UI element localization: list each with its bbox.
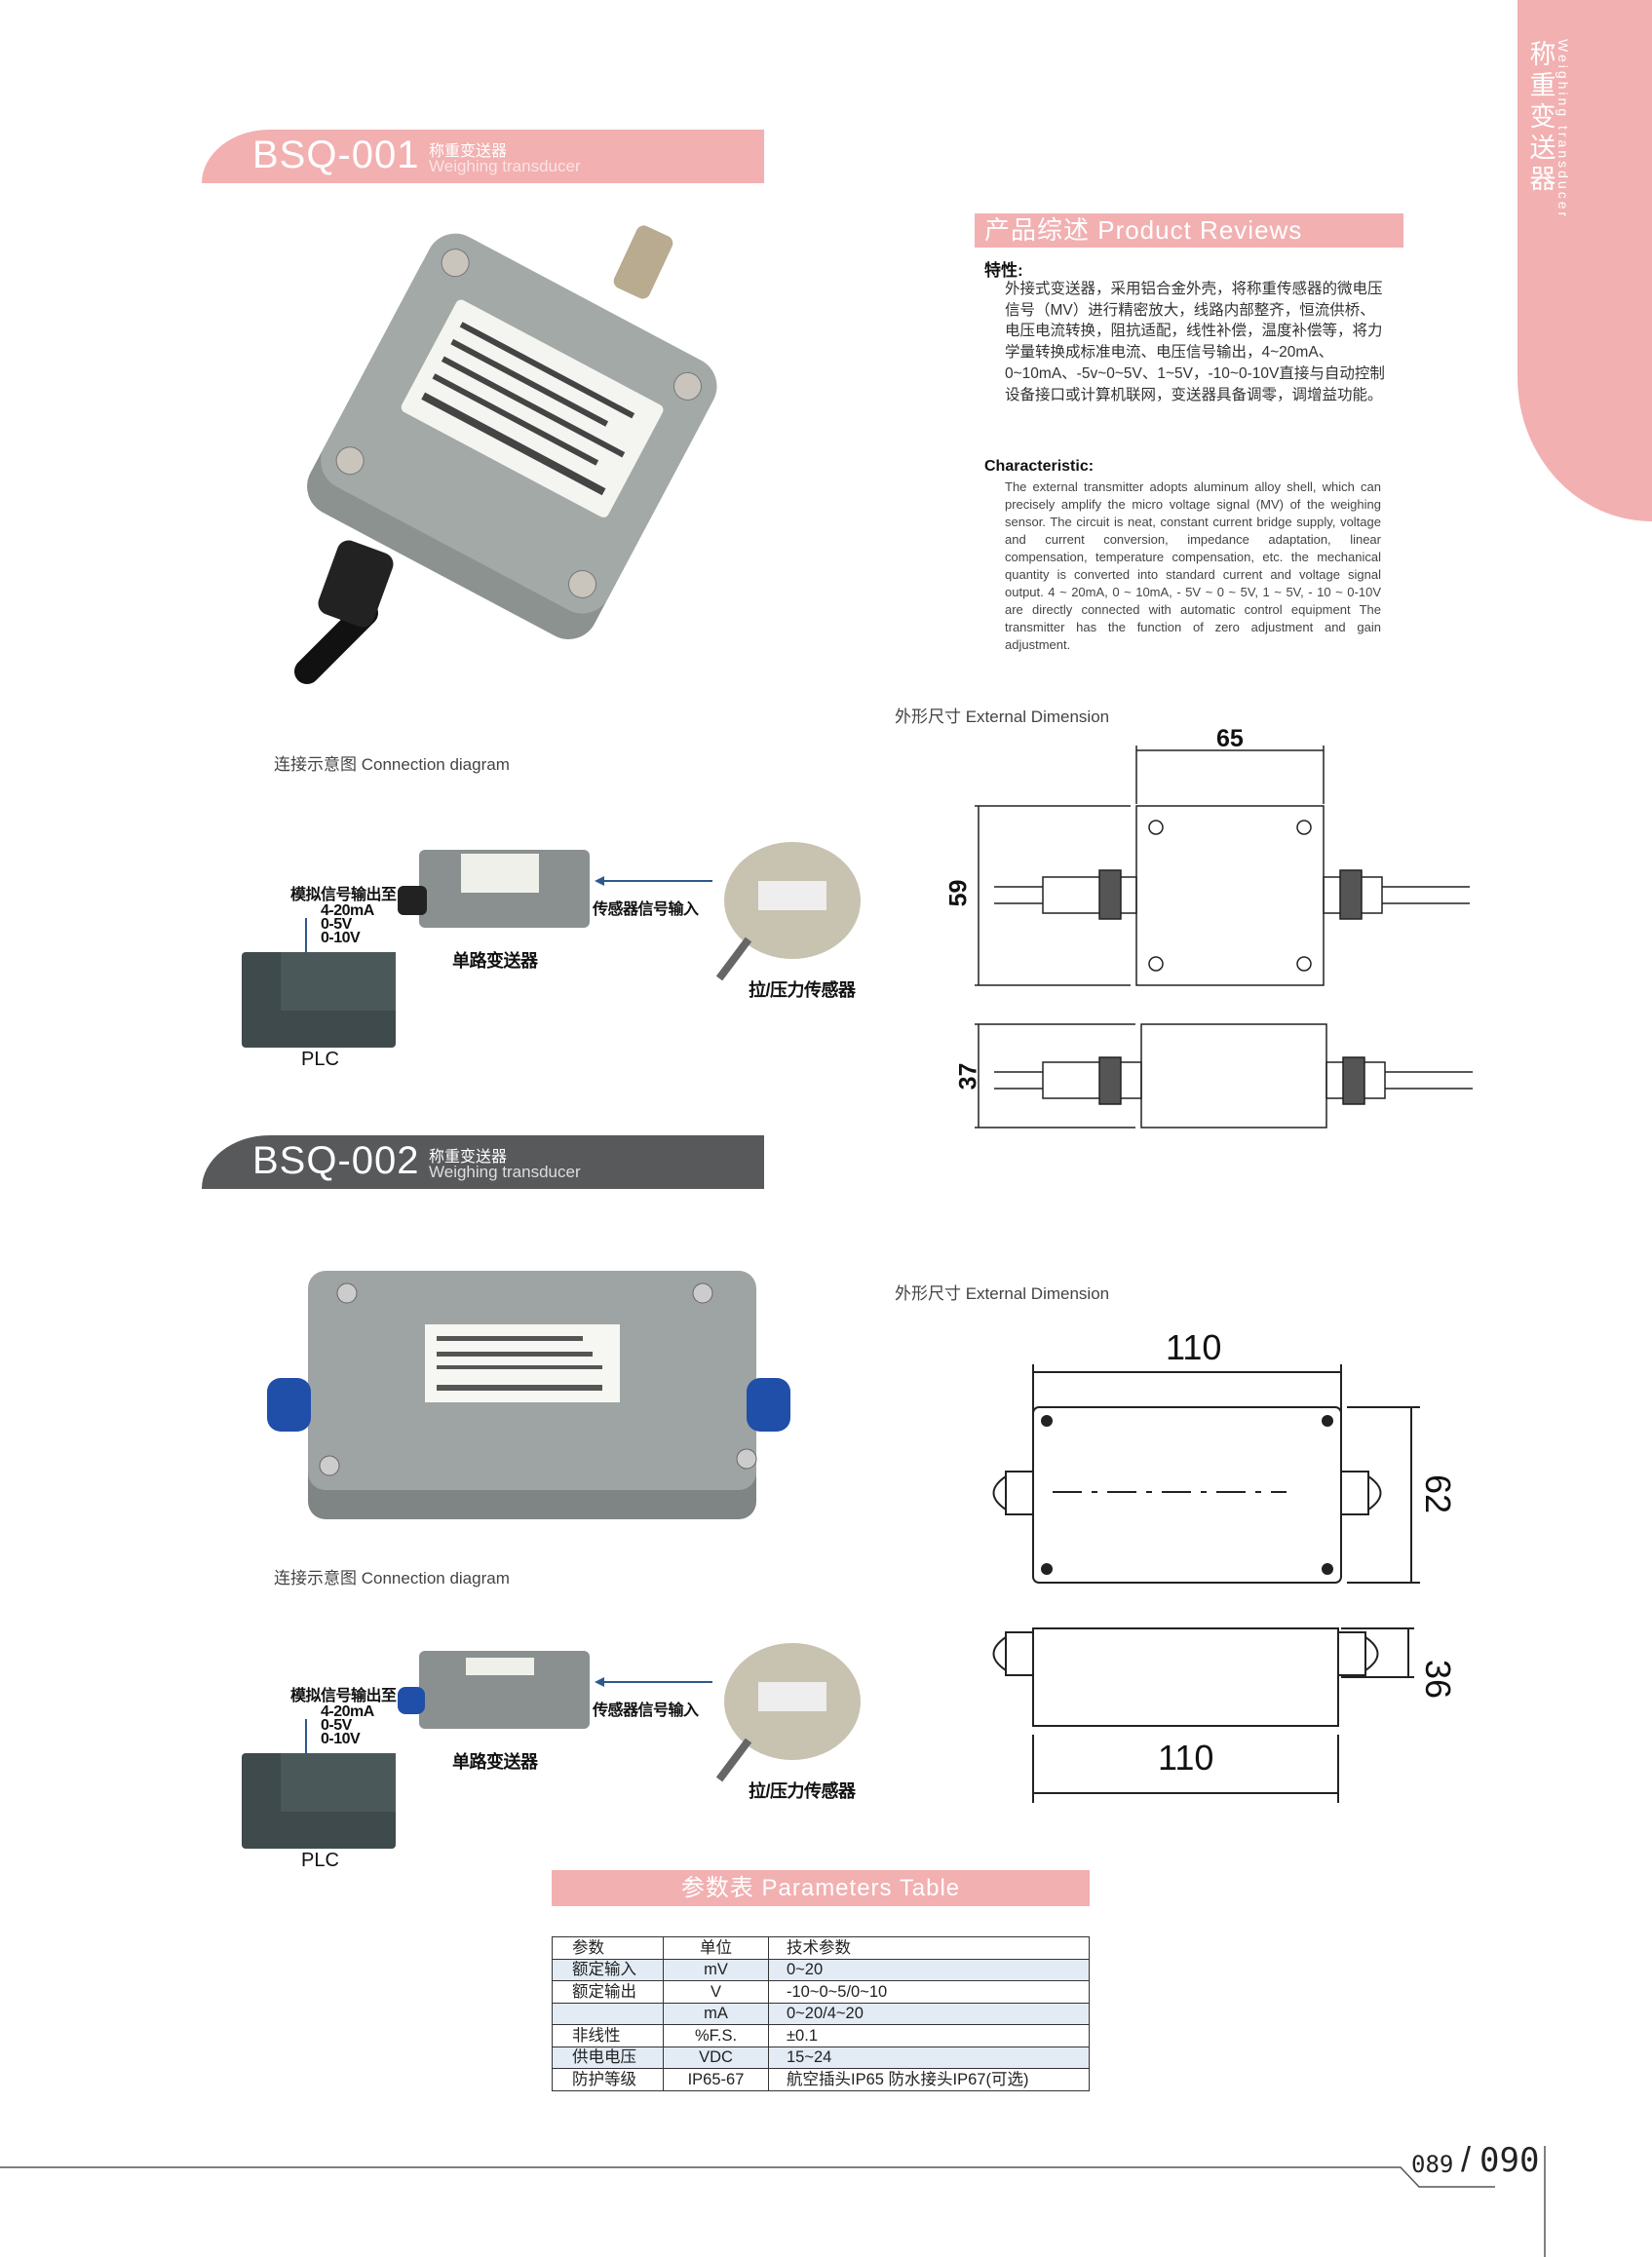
product-photo-bsq002 bbox=[267, 1271, 790, 1519]
side-tab bbox=[1518, 0, 1652, 521]
plc-label: PLC bbox=[301, 1049, 339, 1070]
table-row: 非线性%F.S.±0.1 bbox=[552, 2024, 1090, 2047]
dimension-drawing-bsq001 bbox=[975, 746, 1473, 1128]
load-cell-label: 拉/压力传感器 bbox=[749, 1781, 856, 1801]
product-photo-bsq001 bbox=[294, 225, 717, 684]
dim-height: 62 bbox=[1418, 1473, 1459, 1514]
param-unit: IP65-67 bbox=[663, 2068, 769, 2091]
product-type-en: Weighing transducer bbox=[429, 157, 581, 175]
dim-height: 59 bbox=[944, 879, 973, 907]
sensor-input-label: 传感器信号输入 bbox=[593, 901, 699, 918]
dimension-drawing-bsq002 bbox=[992, 1364, 1420, 1803]
transmitter-label: 单路变送器 bbox=[452, 951, 538, 971]
side-tab-title-en: Weighing transducer bbox=[1556, 39, 1571, 220]
footer-rule bbox=[0, 2146, 1546, 2257]
header-cell: 单位 bbox=[663, 1936, 769, 1960]
param-name: 供电电压 bbox=[552, 2046, 664, 2069]
characteristic-heading: Characteristic: bbox=[984, 458, 1095, 475]
diagram-graphics bbox=[242, 1643, 861, 1849]
side-tab-title-cn: 称重变送器 bbox=[1529, 40, 1556, 194]
param-value: ±0.1 bbox=[768, 2024, 1090, 2047]
output-to-label: 模拟信号输出至 bbox=[290, 1688, 397, 1704]
connection-diagram: 模拟信号输出至 4-20mA 0-5V 0-10V 单路变送器 传感器信号输入 … bbox=[242, 1643, 875, 1877]
connection-diagram: 模拟信号输出至 4-20mA 0-5V 0-10V 单路变送器 传感器信号输入 … bbox=[242, 842, 875, 1076]
param-value: 0~20 bbox=[768, 1958, 1090, 1981]
page-number-right: 090 bbox=[1479, 2141, 1540, 2180]
product-type-cn: 称重变送器 bbox=[429, 143, 508, 160]
param-name: 额定输出 bbox=[552, 1980, 664, 2004]
connection-diagram-label: 连接示意图 Connection diagram bbox=[274, 755, 510, 774]
product-type-en: Weighing transducer bbox=[429, 1163, 581, 1181]
external-dimension-label: 外形尺寸 External Dimension bbox=[895, 708, 1110, 726]
output-4-20ma: 4-20mA bbox=[321, 902, 374, 919]
param-unit: mV bbox=[663, 1958, 769, 1981]
param-value: 航空插头IP65 防水接头IP67(可选) bbox=[768, 2068, 1090, 2091]
connection-diagram-label: 连接示意图 Connection diagram bbox=[274, 1569, 510, 1588]
page-number-left: 089 bbox=[1411, 2151, 1454, 2178]
output-0-10v: 0-10V bbox=[321, 1731, 361, 1747]
features-heading-cn: 特性: bbox=[984, 261, 1023, 280]
model-name: BSQ-001 bbox=[252, 134, 420, 176]
header-cell: 参数 bbox=[552, 1936, 664, 1960]
dim-depth: 37 bbox=[954, 1062, 982, 1090]
product-banner-bsq002: BSQ-002 称重变送器 Weighing transducer bbox=[202, 1135, 764, 1189]
param-unit: VDC bbox=[663, 2046, 769, 2069]
characteristic-text: The external transmitter adopts aluminum… bbox=[1005, 479, 1381, 652]
output-to-label: 模拟信号输出至 bbox=[290, 887, 397, 903]
external-dimension-label: 外形尺寸 External Dimension bbox=[895, 1284, 1110, 1303]
param-name: 非线性 bbox=[552, 2024, 664, 2047]
load-cell-label: 拉/压力传感器 bbox=[749, 980, 856, 1000]
header-cell: 技术参数 bbox=[768, 1936, 1090, 1960]
table-header-row: 参数 单位 技术参数 bbox=[552, 1936, 1090, 1960]
dim-length: 110 bbox=[1158, 1738, 1214, 1778]
param-value: -10~0~5/0~10 bbox=[768, 1980, 1090, 2004]
param-value: 15~24 bbox=[768, 2046, 1090, 2069]
param-unit: mA bbox=[663, 2002, 769, 2025]
param-name bbox=[552, 2002, 664, 2025]
param-value: 0~20/4~20 bbox=[768, 2002, 1090, 2025]
output-4-20ma: 4-20mA bbox=[321, 1703, 374, 1720]
parameters-table-heading: 参数表 Parameters Table bbox=[552, 1870, 1090, 1906]
product-reviews-heading: 产品综述 Product Reviews bbox=[975, 213, 1403, 248]
product-banner-bsq001: BSQ-001 称重变送器 Weighing transducer bbox=[202, 130, 764, 183]
dim-width: 65 bbox=[1216, 725, 1244, 752]
param-name: 防护等级 bbox=[552, 2068, 664, 2091]
output-0-10v: 0-10V bbox=[321, 930, 361, 946]
output-0-5v: 0-5V bbox=[321, 916, 352, 933]
model-name: BSQ-002 bbox=[252, 1139, 420, 1182]
output-0-5v: 0-5V bbox=[321, 1717, 352, 1734]
sensor-input-label: 传感器信号输入 bbox=[593, 1702, 699, 1719]
plc-label: PLC bbox=[301, 1850, 339, 1871]
features-text-cn: 外接式变送器，采用铝合金外壳，将称重传感器的微电压信号（MV）进行精密放大，线路… bbox=[1005, 281, 1385, 403]
dim-depth: 36 bbox=[1418, 1659, 1459, 1700]
product-type-cn: 称重变送器 bbox=[429, 1149, 508, 1166]
transmitter-label: 单路变送器 bbox=[452, 1752, 538, 1772]
page-separator: / bbox=[1461, 2139, 1472, 2179]
param-unit: %F.S. bbox=[663, 2024, 769, 2047]
dim-width: 110 bbox=[1166, 1327, 1222, 1367]
param-unit: V bbox=[663, 1980, 769, 2004]
diagram-graphics bbox=[242, 842, 861, 1048]
param-name: 额定输入 bbox=[552, 1958, 664, 1981]
